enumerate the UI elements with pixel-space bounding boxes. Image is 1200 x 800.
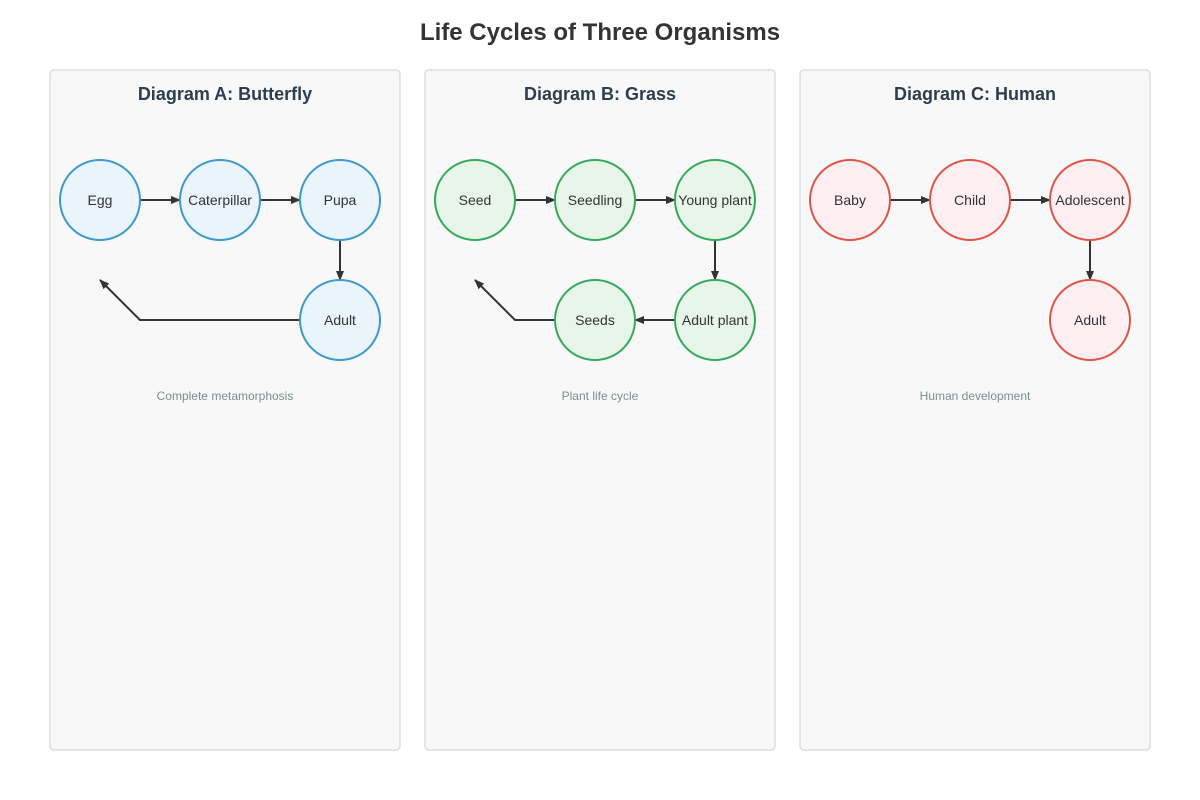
node-label: Caterpillar — [188, 192, 252, 208]
diagram-a-butterfly: Diagram A: Butterfly Egg Caterpillar Pup… — [49, 69, 401, 751]
node-circle — [554, 279, 636, 361]
node-adult: Adult — [1049, 279, 1131, 361]
node-seed: Seed — [434, 159, 516, 241]
node-circle — [299, 159, 381, 241]
node-circle — [674, 279, 756, 361]
node-child: Child — [929, 159, 1011, 241]
node-label: Adolescent — [1055, 192, 1124, 208]
node-adult: Adult — [299, 279, 381, 361]
panel-background — [799, 69, 1151, 751]
panel-title: Diagram B: Grass — [524, 84, 676, 104]
panel-caption: Plant life cycle — [562, 389, 639, 403]
page-title: Life Cycles of Three Organisms — [420, 19, 780, 46]
diagram-c-human: Diagram C: Human Baby Child Adolescent A… — [799, 69, 1151, 751]
panel-title: Diagram A: Butterfly — [138, 84, 312, 104]
node-label: Seeds — [575, 312, 615, 328]
node-label: Seed — [459, 192, 492, 208]
node-label: Young plant — [678, 192, 752, 208]
node-circle — [1049, 279, 1131, 361]
node-label: Child — [954, 192, 986, 208]
diagram-b-grass: Diagram B: Grass Seed Seedling Young pla… — [424, 69, 776, 751]
node-adolescent: Adolescent — [1049, 159, 1131, 241]
node-circle — [1049, 159, 1131, 241]
node-egg: Egg — [59, 159, 141, 241]
panel-caption: Human development — [920, 389, 1031, 403]
node-seedling: Seedling — [554, 159, 636, 241]
node-baby: Baby — [809, 159, 891, 241]
node-seeds: Seeds — [554, 279, 636, 361]
node-caterpillar: Caterpillar — [179, 159, 261, 241]
node-circle — [554, 159, 636, 241]
node-adult-plant: Adult plant — [674, 279, 756, 361]
panel-background — [424, 69, 776, 751]
node-label: Baby — [834, 192, 866, 208]
node-circle — [59, 159, 141, 241]
node-label: Adult — [324, 312, 356, 328]
arrow-adult-to-egg — [99, 279, 300, 321]
node-circle — [179, 159, 261, 241]
node-circle — [809, 159, 891, 241]
node-young-plant: Young plant — [674, 159, 756, 241]
node-label: Pupa — [324, 192, 357, 208]
node-circle — [434, 159, 516, 241]
node-pupa: Pupa — [299, 159, 381, 241]
node-circle — [674, 159, 756, 241]
panel-title: Diagram C: Human — [894, 84, 1056, 104]
node-circle — [299, 279, 381, 361]
node-label: Egg — [88, 192, 113, 208]
node-label: Adult — [1074, 312, 1106, 328]
arrow-seeds-to-seed — [474, 279, 555, 321]
panel-background — [49, 69, 401, 751]
node-label: Adult plant — [682, 312, 748, 328]
node-circle — [929, 159, 1011, 241]
node-label: Seedling — [568, 192, 623, 208]
panel-caption: Complete metamorphosis — [157, 389, 294, 403]
